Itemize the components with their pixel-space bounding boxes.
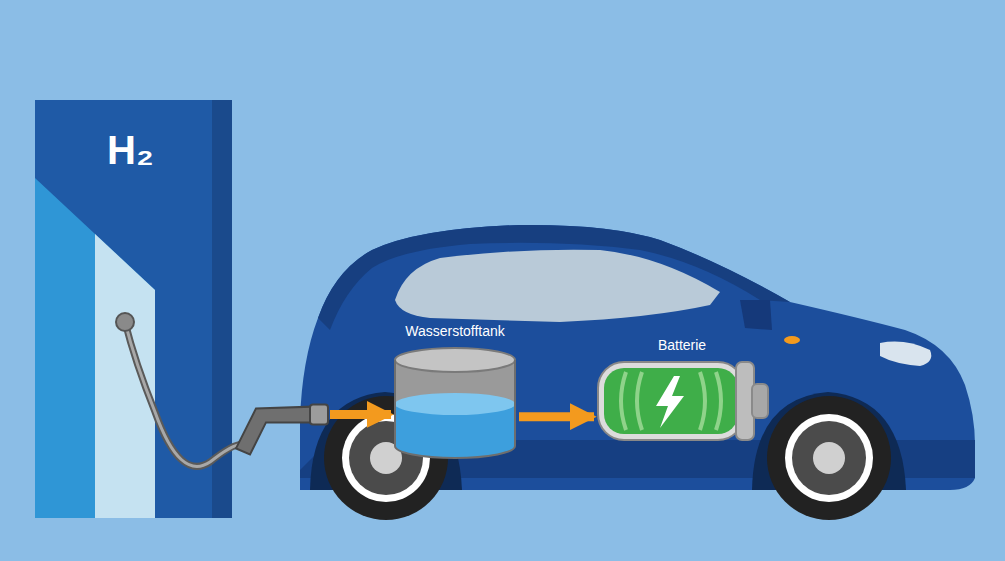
battery-shape <box>596 358 772 444</box>
car <box>300 225 975 520</box>
arrow-line <box>330 410 391 419</box>
nozzle-tip <box>310 404 328 424</box>
tank-shape <box>393 346 517 460</box>
pump-node: H₂ <box>35 100 232 518</box>
nozzle <box>236 406 320 454</box>
hydrogen-pump <box>35 100 232 518</box>
part-label: Wasserstofftank <box>384 322 526 340</box>
arrow-line <box>519 412 594 421</box>
part-label: Batterie <box>586 336 778 354</box>
socket <box>116 313 134 331</box>
front-wheel <box>767 396 891 520</box>
tank-node: Wasserstofftank <box>384 322 526 462</box>
pump-title: H₂ <box>107 128 154 172</box>
flow-arrow <box>116 313 391 466</box>
hose <box>125 322 244 466</box>
battery-node: Batterie <box>586 336 778 448</box>
hose-highlight <box>125 322 244 466</box>
flow-arrow <box>519 416 594 417</box>
